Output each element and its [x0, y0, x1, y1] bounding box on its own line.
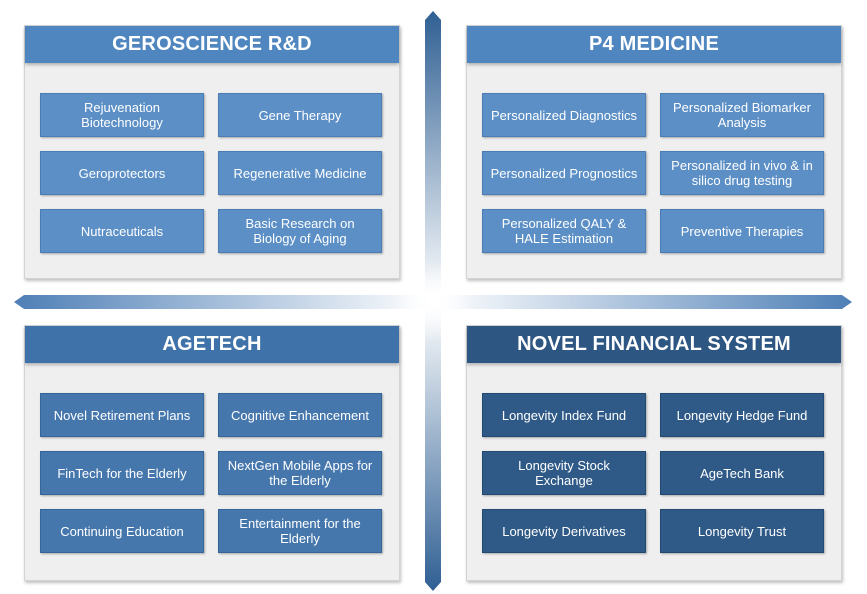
tile-preventive-therapies: Preventive Therapies: [660, 209, 824, 253]
quadrant-novel-financial-system: NOVEL FINANCIAL SYSTEM Longevity Index F…: [466, 325, 842, 581]
quadrant-title: P4 MEDICINE: [467, 26, 841, 63]
tile-geroprotectors: Geroprotectors: [40, 151, 204, 195]
tile-basic-research: Basic Research on Biology of Aging: [218, 209, 382, 253]
quadrant-geroscience: GEROSCIENCE R&D Rejuvenation Biotechnolo…: [24, 25, 400, 279]
tile-longevity-index-fund: Longevity Index Fund: [482, 393, 646, 437]
tile-fintech-elderly: FinTech for the Elderly: [40, 451, 204, 495]
tile-entertainment-elderly: Entertainment for the Elderly: [218, 509, 382, 553]
quadrant-title: GEROSCIENCE R&D: [25, 26, 399, 63]
tile-personalized-prognostics: Personalized Prognostics: [482, 151, 646, 195]
tile-agetech-bank: AgeTech Bank: [660, 451, 824, 495]
tile-longevity-hedge-fund: Longevity Hedge Fund: [660, 393, 824, 437]
tile-personalized-drug-testing: Personalized in vivo & in silico drug te…: [660, 151, 824, 195]
tile-nutraceuticals: Nutraceuticals: [40, 209, 204, 253]
tile-continuing-education: Continuing Education: [40, 509, 204, 553]
quadrant-p4-medicine: P4 MEDICINE Personalized Diagnostics Per…: [466, 25, 842, 279]
quadrant-agetech: AGETECH Novel Retirement Plans Cognitive…: [24, 325, 400, 581]
vertical-axis: [425, 11, 441, 591]
quadrant-title: AGETECH: [25, 326, 399, 363]
tile-cognitive-enhancement: Cognitive Enhancement: [218, 393, 382, 437]
tile-gene-therapy: Gene Therapy: [218, 93, 382, 137]
tile-longevity-trust: Longevity Trust: [660, 509, 824, 553]
tile-novel-retirement-plans: Novel Retirement Plans: [40, 393, 204, 437]
tile-longevity-derivatives: Longevity Derivatives: [482, 509, 646, 553]
tile-nextgen-mobile-apps: NextGen Mobile Apps for the Elderly: [218, 451, 382, 495]
quadrant-title: NOVEL FINANCIAL SYSTEM: [467, 326, 841, 363]
tile-qaly-hale-estimation: Personalized QALY & HALE Estimation: [482, 209, 646, 253]
tile-personalized-biomarker-analysis: Personalized Biomarker Analysis: [660, 93, 824, 137]
tile-longevity-stock-exchange: Longevity Stock Exchange: [482, 451, 646, 495]
tile-regenerative-medicine: Regenerative Medicine: [218, 151, 382, 195]
tile-personalized-diagnostics: Personalized Diagnostics: [482, 93, 646, 137]
horizontal-axis: [14, 295, 852, 309]
tile-rejuvenation-biotechnology: Rejuvenation Biotechnology: [40, 93, 204, 137]
